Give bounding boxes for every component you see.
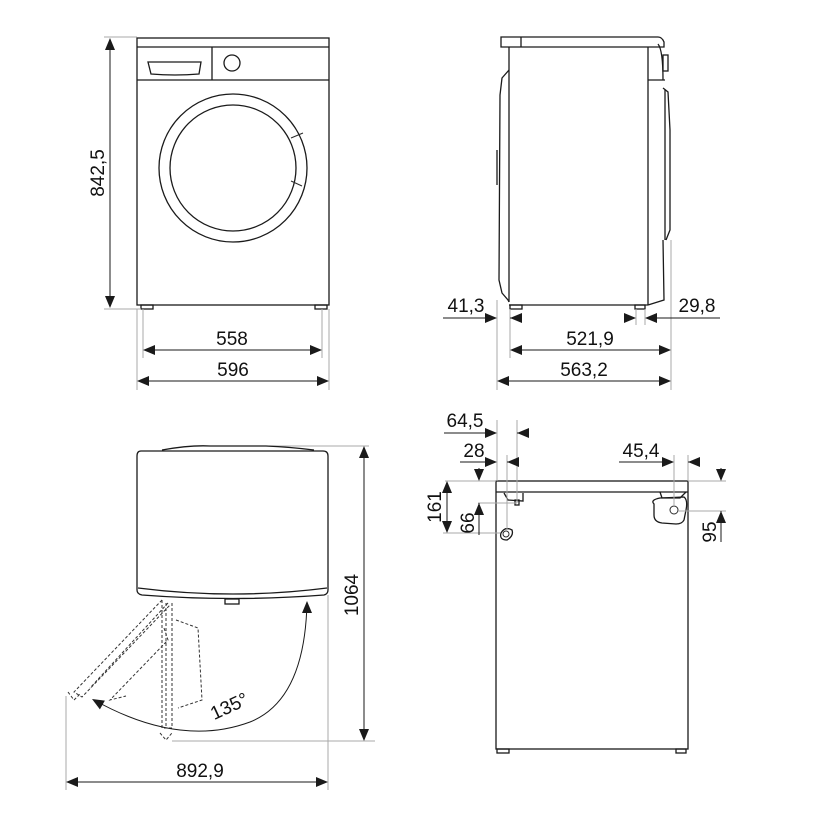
door-glass (169, 104, 297, 232)
drain-offset-label: 28 (463, 441, 484, 462)
power-cable-hole (669, 505, 679, 515)
side-top-panel (500, 36, 665, 48)
rear-cabinet-outline (495, 480, 689, 750)
door-outer-ring (158, 93, 308, 243)
top-cabinet-outline (136, 450, 329, 600)
front-width-label: 596 (217, 360, 249, 381)
front-protrusion-label: 41,3 (448, 296, 485, 317)
door-open-width-label: 892,9 (176, 761, 224, 782)
top-view: 135° 1064 892,9 (65, 445, 375, 790)
door-open-90-outline (161, 600, 173, 729)
top-lid-edge (161, 445, 315, 451)
door-angle-label: 135° (207, 689, 252, 725)
drain-height-label: 161 (425, 491, 446, 523)
water-inlet (499, 527, 514, 541)
rear-panel-profile (662, 87, 671, 241)
front-foot-right (314, 304, 328, 310)
power-cable-plate (652, 496, 688, 525)
side-door-profile (498, 69, 510, 303)
feet-span-label: 558 (216, 329, 248, 350)
front-view: 842,5 558 596 (88, 36, 330, 390)
total-depth-label: 563,2 (560, 360, 608, 381)
door-open-depth-label: 1064 (342, 573, 363, 616)
rear-foot-right (675, 748, 687, 754)
door-open-135-outline (73, 599, 171, 698)
inlet-offset-label: 64,5 (447, 411, 484, 432)
power-offset-label: 45,4 (623, 441, 660, 462)
inlet-height-label: 66 (458, 512, 479, 533)
side-foot-rear (634, 304, 646, 310)
front-cabinet-outline (136, 37, 330, 306)
rear-knob-profile (662, 54, 669, 72)
side-view: 41,3 29,8 521,9 563,2 (443, 36, 720, 390)
body-depth-label: 521,9 (566, 329, 614, 350)
front-height-label: 842,5 (88, 149, 109, 197)
door-hinge-latch (224, 598, 240, 605)
detergent-drawer (147, 61, 202, 76)
rear-protrusion-label: 29,8 (679, 296, 716, 317)
front-foot-left (140, 304, 154, 310)
program-knob (223, 54, 241, 72)
side-foot-front (509, 304, 523, 310)
rear-view: 64,5 28 161 66 45,4 (425, 411, 726, 754)
door-angle-arc (93, 601, 308, 732)
power-height-label: 95 (700, 521, 721, 542)
rear-foot-left (496, 748, 510, 754)
